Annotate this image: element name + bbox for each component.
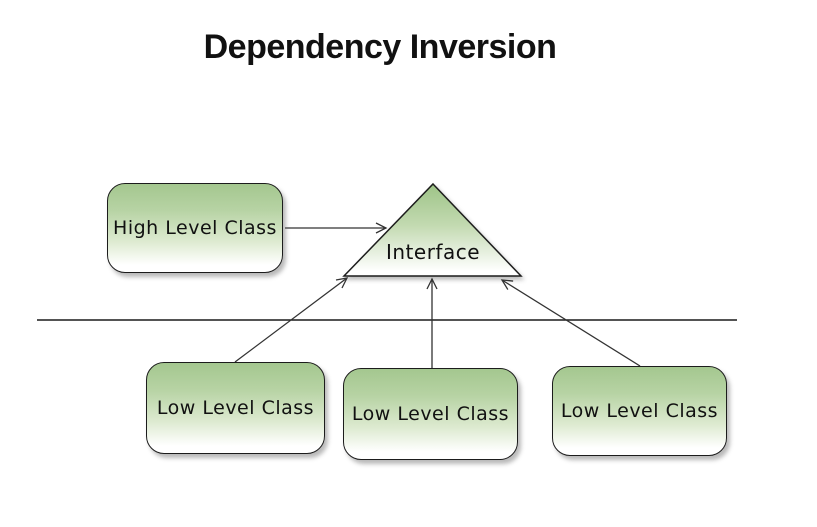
interface-triangle bbox=[342, 182, 523, 277]
node-label: Low Level Class bbox=[560, 400, 719, 422]
node-high-level-class: High Level Class bbox=[107, 183, 283, 273]
diagram-title: Dependency Inversion bbox=[203, 28, 557, 66]
arrow-low3-to-interface bbox=[500, 279, 641, 367]
node-low-level-class-3: Low Level Class bbox=[552, 366, 727, 456]
node-low-level-class-2: Low Level Class bbox=[343, 368, 518, 460]
node-label: Low Level Class bbox=[156, 397, 315, 419]
arrow-low1-to-interface bbox=[234, 277, 349, 363]
node-low-level-class-1: Low Level Class bbox=[146, 362, 325, 454]
interface-label: Interface bbox=[385, 240, 481, 264]
node-label: High Level Class bbox=[113, 217, 277, 239]
node-label: Low Level Class bbox=[351, 403, 510, 425]
